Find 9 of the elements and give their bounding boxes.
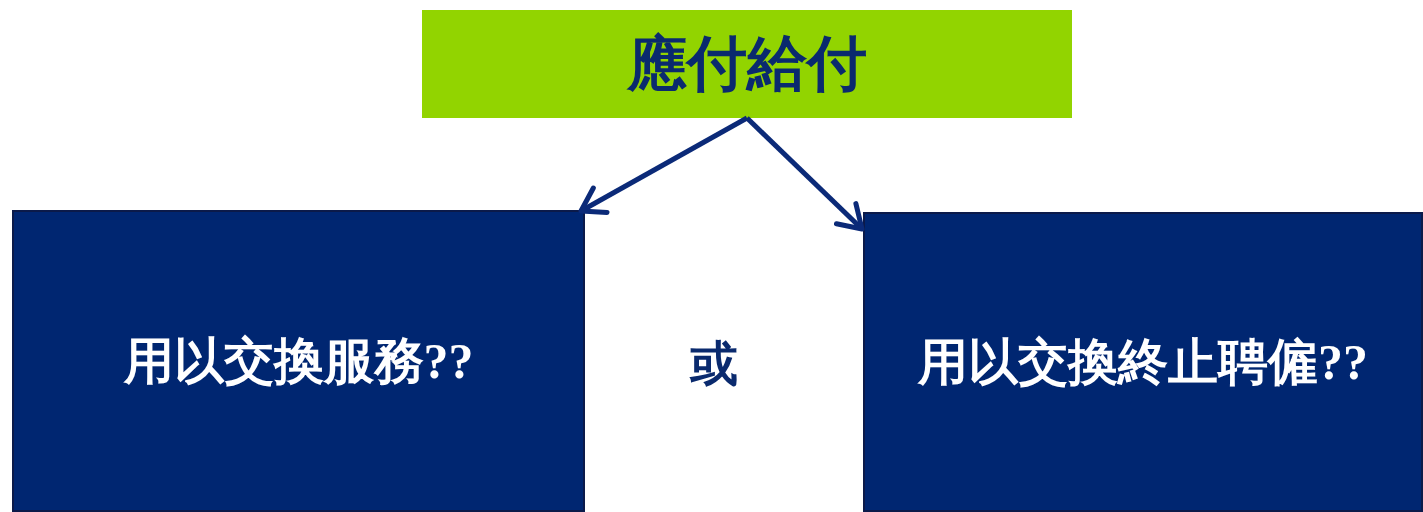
connector-word: 或 [690,340,738,388]
arrow [745,116,865,232]
text-box [422,10,1072,118]
arrow [578,115,749,215]
text-box [863,212,1423,512]
text-box [12,210,585,512]
box-text: 用以交換終止聘僱?? [918,332,1368,392]
box-text: 用以交換服務?? [123,331,474,391]
box-text: 應付給付 [627,29,867,99]
